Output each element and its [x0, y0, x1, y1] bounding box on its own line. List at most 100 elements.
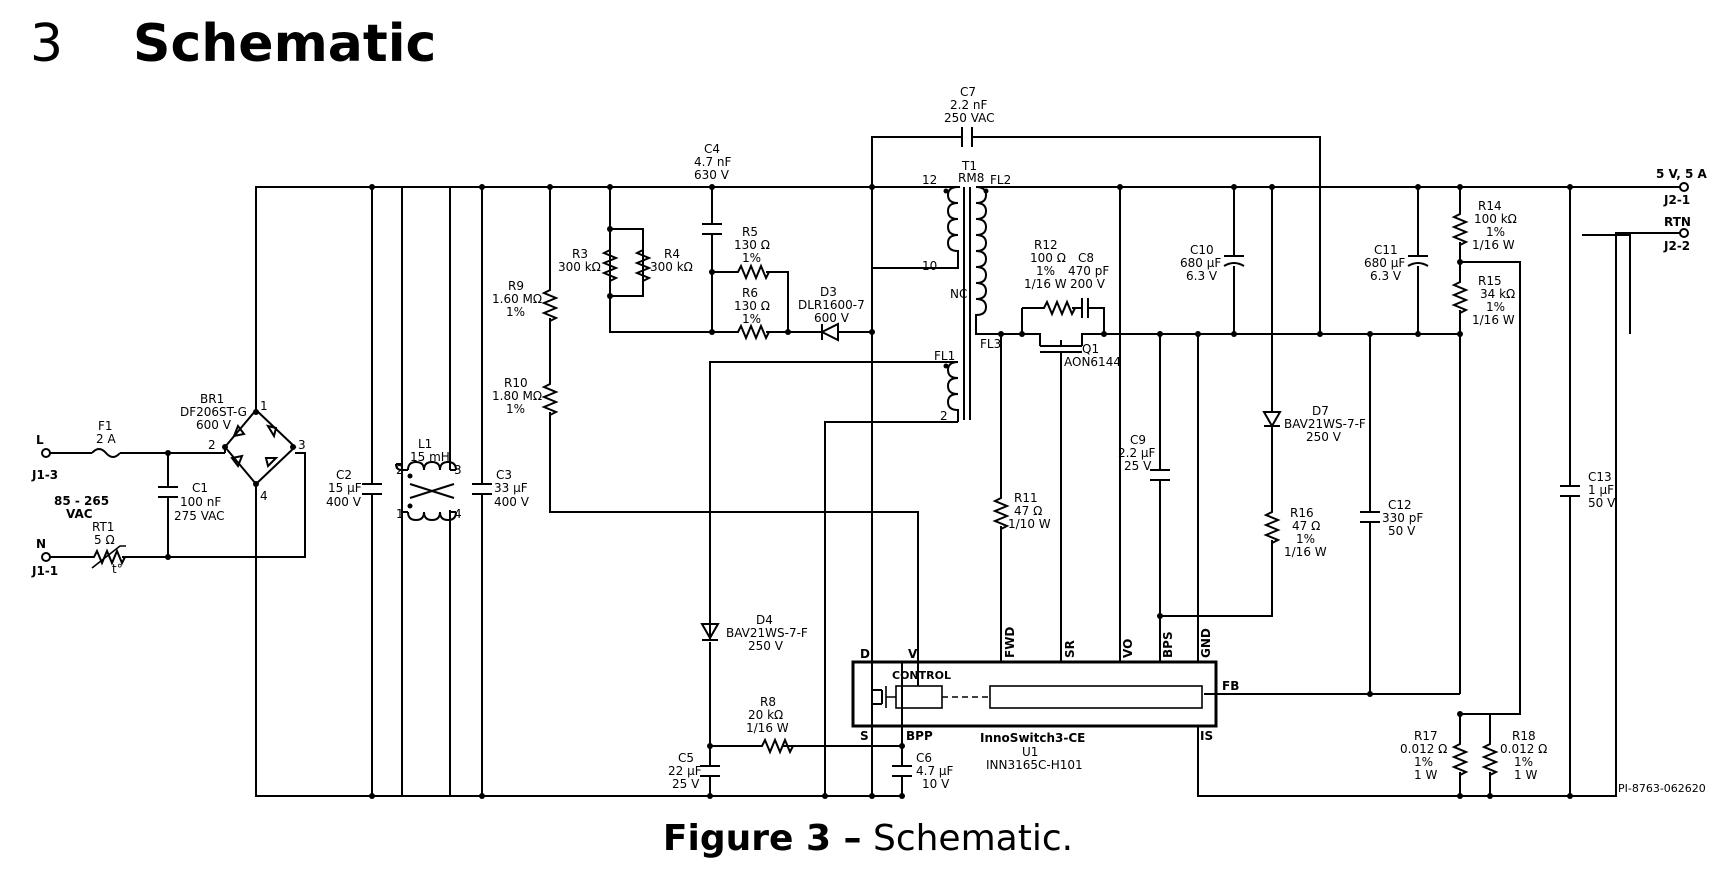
svg-text:t°: t°	[112, 562, 123, 576]
svg-text:15 µF: 15 µF	[328, 481, 362, 495]
svg-text:100 kΩ: 100 kΩ	[1474, 212, 1517, 226]
svg-text:250 V: 250 V	[1306, 430, 1342, 444]
svg-text:130 Ω: 130 Ω	[734, 299, 770, 313]
svg-text:R14: R14	[1478, 199, 1502, 213]
svg-text:BPP: BPP	[906, 729, 933, 743]
svg-text:SR: SR	[1063, 640, 1077, 658]
svg-text:L1: L1	[418, 437, 432, 451]
svg-text:U1: U1	[1022, 745, 1038, 759]
svg-text:R6: R6	[742, 286, 758, 300]
labels: L J1-3 N J1-1 85 - 265 VAC F1 2 A RT1 5 …	[31, 85, 1708, 795]
svg-text:3: 3	[298, 438, 306, 452]
r8-resistor	[757, 739, 799, 753]
svg-text:300 kΩ: 300 kΩ	[650, 260, 693, 274]
section-title: Schematic	[133, 14, 437, 74]
c1-capacitor	[158, 486, 178, 498]
svg-text:FL2: FL2	[990, 173, 1011, 187]
svg-text:DF206ST-G: DF206ST-G	[180, 405, 247, 419]
r5-resistor	[733, 265, 775, 279]
svg-text:J2-1: J2-1	[1663, 193, 1690, 207]
figure-caption: Figure 3 – Schematic.	[662, 818, 1074, 859]
section-number: 3	[30, 14, 64, 74]
svg-text:50 V: 50 V	[1588, 496, 1616, 510]
svg-text:10 V: 10 V	[922, 777, 950, 791]
svg-text:FL1: FL1	[934, 349, 955, 363]
br1-bridge	[222, 408, 297, 487]
svg-text:2.2 nF: 2.2 nF	[950, 98, 988, 112]
svg-text:C13: C13	[1588, 470, 1612, 484]
svg-text:C2: C2	[336, 468, 352, 482]
svg-text:2: 2	[940, 409, 948, 423]
r9-resistor	[543, 285, 557, 327]
label-range-2: VAC	[66, 507, 93, 521]
rt1-thermistor	[89, 545, 131, 569]
svg-text:Q1: Q1	[1082, 342, 1099, 356]
svg-text:630 V: 630 V	[694, 168, 730, 182]
q1-mosfet	[1040, 340, 1082, 353]
svg-text:25 V: 25 V	[1124, 459, 1152, 473]
svg-text:T1: T1	[961, 159, 977, 173]
label-neutral-pin: J1-1	[31, 564, 58, 578]
svg-text:S: S	[860, 729, 869, 743]
svg-text:C12: C12	[1388, 498, 1412, 512]
u1-innoswitch	[851, 660, 1218, 728]
label-range-1: 85 - 265	[54, 494, 109, 508]
c7-capacitor	[961, 127, 973, 147]
svg-text:C7: C7	[960, 85, 976, 99]
svg-text:BR1: BR1	[200, 392, 224, 406]
svg-text:1/16 W: 1/16 W	[1024, 277, 1067, 291]
svg-text:130 Ω: 130 Ω	[734, 238, 770, 252]
svg-text:C8: C8	[1078, 251, 1094, 265]
svg-text:IS: IS	[1200, 729, 1213, 743]
svg-text:600 V: 600 V	[814, 311, 850, 325]
svg-text:4: 4	[454, 507, 462, 521]
svg-text:1%: 1%	[1486, 300, 1505, 314]
svg-text:47 Ω: 47 Ω	[1292, 519, 1320, 533]
schematic-diagram: L J1-3 N J1-1 85 - 265 VAC F1 2 A RT1 5 …	[31, 85, 1708, 799]
c13-capacitor	[1560, 485, 1580, 497]
c11-capacitor	[1407, 255, 1429, 267]
svg-text:4.7 µF: 4.7 µF	[916, 764, 954, 778]
svg-text:R15: R15	[1478, 274, 1502, 288]
svg-text:INN3165C-H101: INN3165C-H101	[986, 758, 1083, 772]
svg-text:680 µF: 680 µF	[1364, 256, 1405, 270]
svg-text:4: 4	[260, 489, 268, 503]
c9-capacitor	[1150, 469, 1170, 481]
svg-text:1%: 1%	[506, 305, 525, 319]
svg-text:600 V: 600 V	[196, 418, 232, 432]
svg-text:1 µF: 1 µF	[1588, 483, 1614, 497]
svg-text:D4: D4	[756, 613, 773, 627]
r10-resistor	[543, 379, 557, 421]
svg-text:34 kΩ: 34 kΩ	[1480, 287, 1515, 301]
svg-text:1%: 1%	[1414, 755, 1433, 769]
svg-text:0.012 Ω: 0.012 Ω	[1500, 742, 1547, 756]
svg-text:2: 2	[396, 463, 404, 477]
svg-text:D: D	[860, 647, 870, 661]
c2-capacitor	[362, 483, 382, 495]
svg-text:C5: C5	[678, 751, 694, 765]
svg-text:680 µF: 680 µF	[1180, 256, 1221, 270]
svg-text:1: 1	[396, 507, 404, 521]
svg-text:1%: 1%	[1514, 755, 1533, 769]
svg-text:1/16 W: 1/16 W	[1472, 313, 1515, 327]
svg-text:R18: R18	[1512, 729, 1536, 743]
label-line: L	[36, 433, 44, 447]
svg-text:RT1: RT1	[92, 520, 114, 534]
svg-text:BAV21WS-7-F: BAV21WS-7-F	[726, 626, 808, 640]
svg-text:100 nF: 100 nF	[180, 495, 221, 509]
wires	[50, 136, 1680, 797]
svg-text:RM8: RM8	[958, 171, 984, 185]
svg-text:R4: R4	[664, 247, 680, 261]
svg-text:C4: C4	[704, 142, 720, 156]
svg-text:R3: R3	[572, 247, 588, 261]
svg-text:J2-2: J2-2	[1663, 239, 1690, 253]
c3-capacitor	[472, 483, 492, 495]
svg-text:R8: R8	[760, 695, 776, 709]
svg-text:R9: R9	[508, 279, 524, 293]
svg-text:FWD: FWD	[1003, 627, 1017, 658]
r12-resistor	[1039, 301, 1081, 315]
svg-text:470 pF: 470 pF	[1068, 264, 1109, 278]
svg-text:D3: D3	[820, 285, 837, 299]
c10-capacitor	[1223, 255, 1245, 267]
svg-text:InnoSwitch3-CE: InnoSwitch3-CE	[980, 731, 1085, 745]
